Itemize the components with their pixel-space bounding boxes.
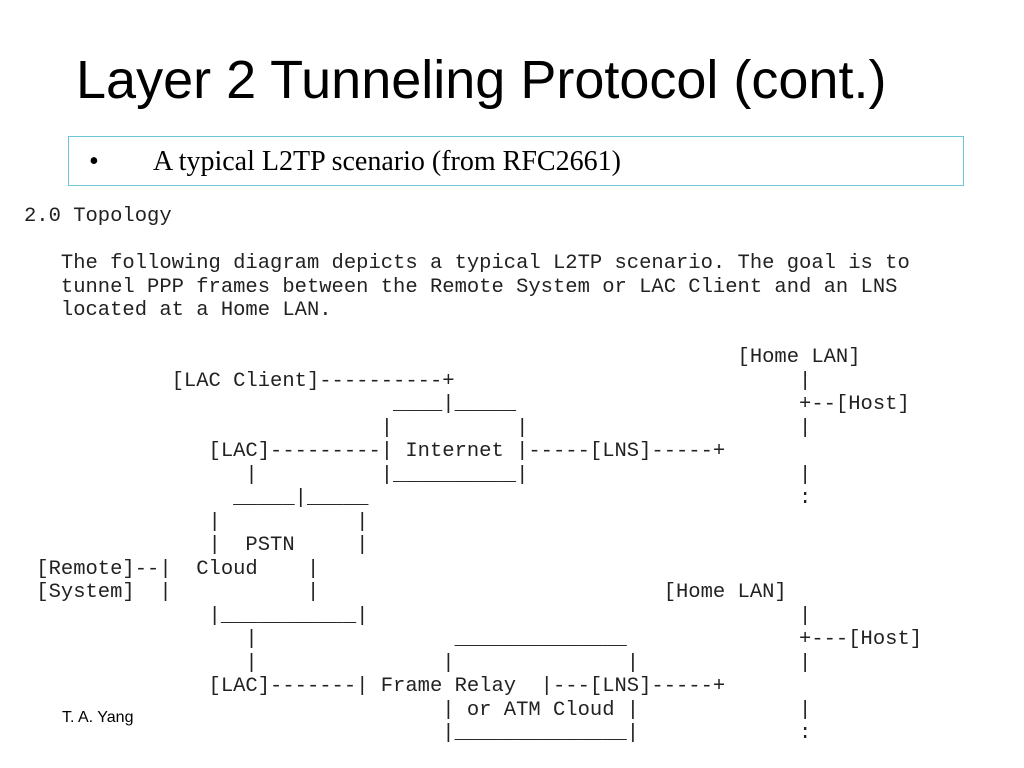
bullet-text: A typical L2TP scenario (from RFC2661)	[153, 146, 621, 177]
bullet-box: • A typical L2TP scenario (from RFC2661)	[68, 136, 964, 186]
rfc-topology-diagram: 2.0 Topology The following diagram depic…	[24, 205, 923, 745]
footer-author: T. A. Yang	[60, 709, 136, 727]
bullet-marker: •	[89, 146, 99, 177]
slide-title: Layer 2 Tunneling Protocol (cont.)	[76, 50, 887, 110]
